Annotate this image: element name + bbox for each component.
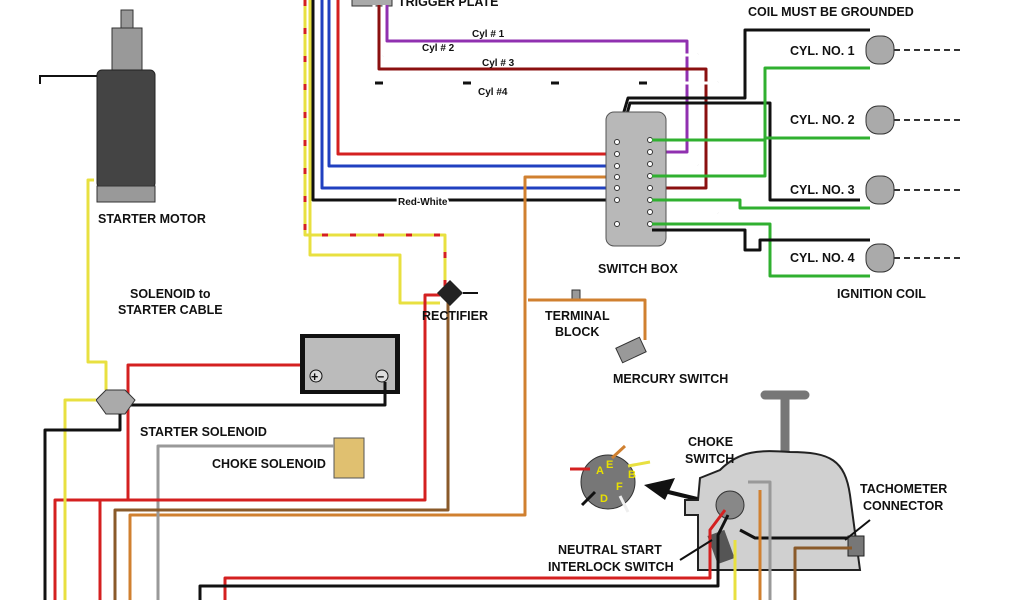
terminal-wire xyxy=(528,298,647,340)
switch-box-label: SWITCH BOX xyxy=(598,262,679,276)
coil-grounded-label: COIL MUST BE GROUNDED xyxy=(748,5,914,19)
cyl4-wire-label: Cyl #4 xyxy=(478,87,508,98)
mercury-switch xyxy=(615,336,647,364)
terminal-e: E xyxy=(606,459,613,471)
harness-wires xyxy=(128,0,610,600)
choke-solenoid-wire xyxy=(156,444,334,600)
terminal-block-label-1: TERMINAL xyxy=(545,309,610,323)
starter-solenoid xyxy=(43,389,136,600)
solenoid-cable-label-2: STARTER CABLE xyxy=(118,303,223,317)
choke-switch-label-2: SWITCH xyxy=(685,452,734,466)
battery-negative-wire xyxy=(130,382,387,407)
starter-solenoid-label: STARTER SOLENOID xyxy=(140,425,267,439)
cyl3-wire-label: Cyl # 3 xyxy=(482,58,515,69)
tachometer-label-2: CONNECTOR xyxy=(863,499,943,513)
battery-plus: + xyxy=(311,370,318,384)
neutral-start-label-1: NEUTRAL START xyxy=(558,543,662,557)
terminal-block-label-2: BLOCK xyxy=(555,325,599,339)
coil2-label: CYL. NO. 2 xyxy=(790,113,855,127)
key-switch xyxy=(570,444,723,513)
ignition-coils xyxy=(865,35,960,273)
cyl2-wire-label: Cyl # 2 xyxy=(422,43,455,54)
terminal-d: D xyxy=(600,493,608,505)
switch-box xyxy=(605,28,870,278)
terminal-a: A xyxy=(596,465,604,477)
remote-control-box xyxy=(198,390,871,600)
tachometer-label-1: TACHOMETER xyxy=(860,482,947,496)
trigger-wires xyxy=(372,5,719,214)
battery-minus: − xyxy=(377,370,384,384)
terminal-f: F xyxy=(616,481,623,493)
coil3-label: CYL. NO. 3 xyxy=(790,183,855,197)
solenoid-cable xyxy=(86,178,108,390)
red-white-label: Red-White xyxy=(398,197,448,208)
ignition-coil-label: IGNITION COIL xyxy=(837,287,926,301)
choke-solenoid xyxy=(333,437,365,479)
choke-switch-label-1: CHOKE xyxy=(688,435,733,449)
rectifier-label: RECTIFIER xyxy=(422,309,488,323)
starter-motor-label: STARTER MOTOR xyxy=(98,212,206,226)
solenoid-cable-label-1: SOLENOID to xyxy=(130,287,211,301)
coil1-label: CYL. NO. 1 xyxy=(790,44,855,58)
mercury-switch-label: MERCURY SWITCH xyxy=(613,372,728,386)
trigger-plate xyxy=(351,0,393,7)
terminal-b: B xyxy=(628,469,636,481)
neutral-start-label-2: INTERLOCK SWITCH xyxy=(548,560,674,574)
battery xyxy=(300,334,400,394)
rectifier xyxy=(98,280,478,600)
starter-motor xyxy=(39,9,156,203)
cyl1-wire-label: Cyl # 1 xyxy=(472,29,505,40)
choke-solenoid-label: CHOKE SOLENOID xyxy=(212,457,326,471)
trigger-plate-label: TRIGGER PLATE xyxy=(398,0,498,9)
coil4-label: CYL. NO. 4 xyxy=(790,251,855,265)
